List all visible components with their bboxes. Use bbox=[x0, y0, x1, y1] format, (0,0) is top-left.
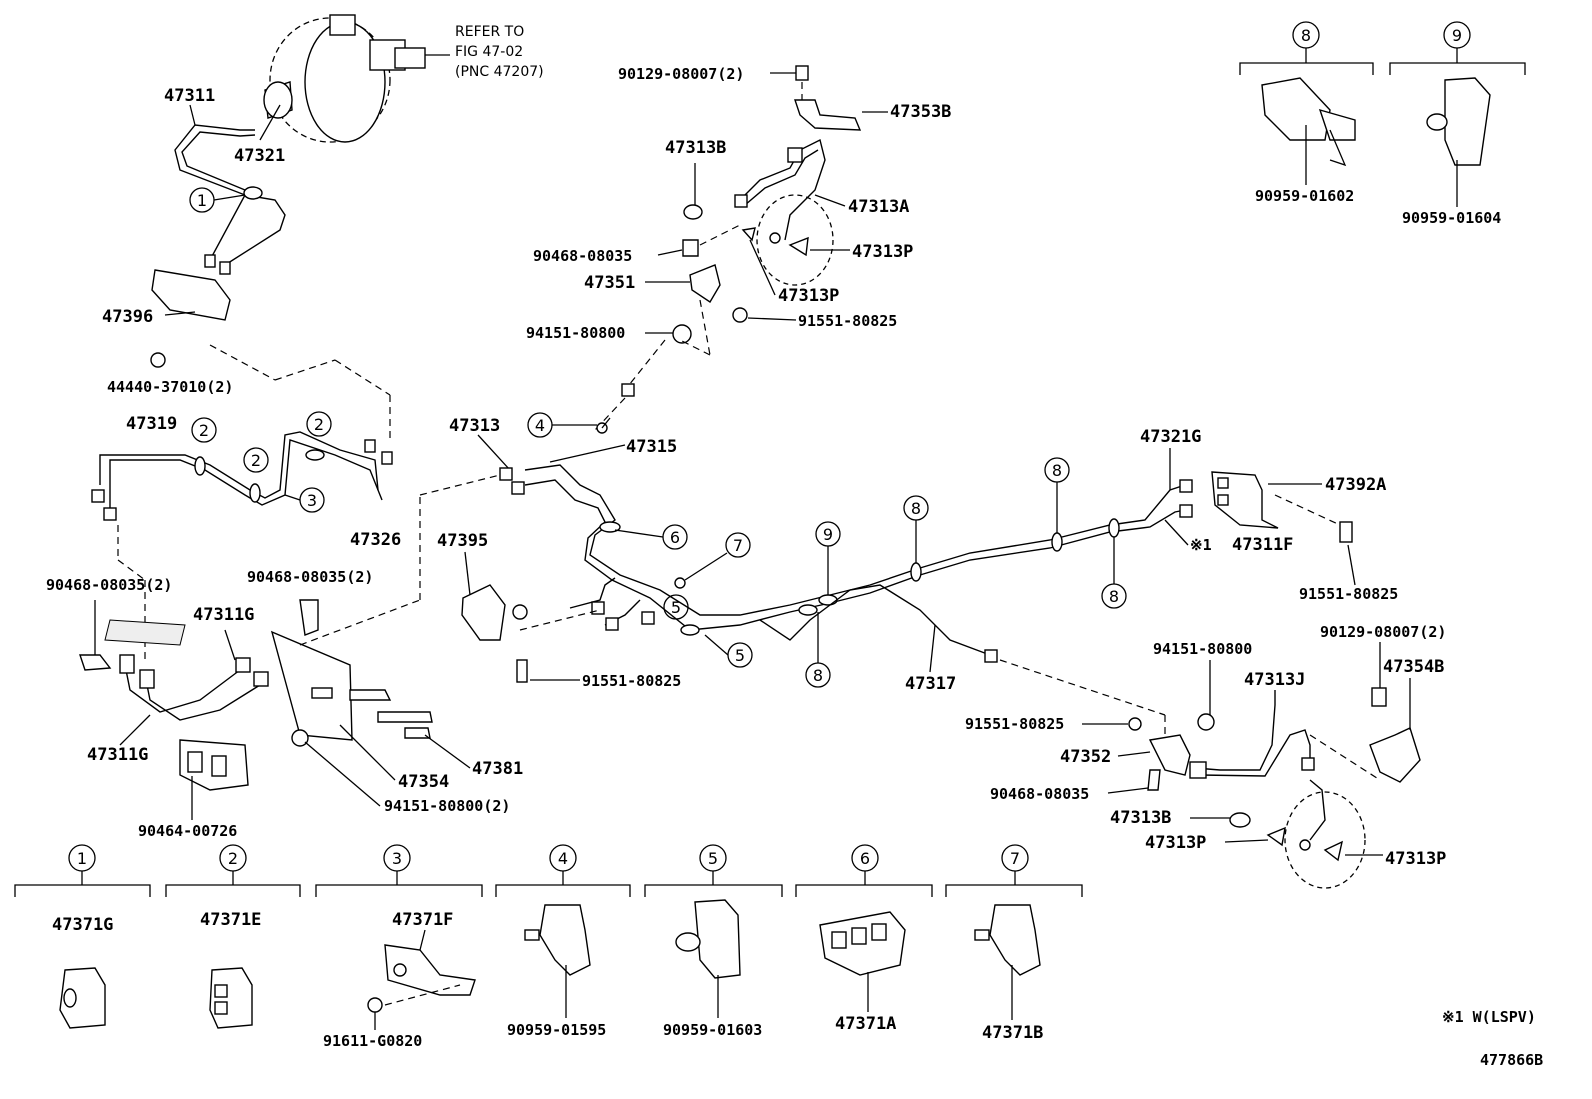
label-47313J: 47313J bbox=[1244, 670, 1305, 690]
svg-text:9: 9 bbox=[1452, 26, 1462, 45]
label-90959-01604: 90959-01604 bbox=[1402, 209, 1501, 227]
brake-booster-drawing bbox=[263, 14, 426, 143]
label-47351: 47351 bbox=[584, 273, 635, 293]
svg-text:8: 8 bbox=[1301, 26, 1311, 45]
footnote-lspv: ※1 W(LSPV) bbox=[1442, 1008, 1536, 1026]
svg-text:3: 3 bbox=[307, 491, 317, 510]
svg-text:7: 7 bbox=[733, 536, 743, 555]
label-90468-08035-2-left: 90468-08035(2) bbox=[46, 576, 172, 594]
label-47311G-bottom: 47311G bbox=[87, 745, 148, 765]
callout-2c bbox=[306, 411, 332, 437]
refer-note-line2: FIG 47-02 bbox=[455, 44, 523, 60]
label-star-mark: ※1 bbox=[1190, 536, 1212, 554]
label-47371F: 47371F bbox=[392, 910, 453, 930]
svg-text:6: 6 bbox=[860, 849, 870, 868]
label-90129-08007-2-right: 90129-08007(2) bbox=[1320, 623, 1446, 641]
svg-text:2: 2 bbox=[251, 451, 261, 470]
label-90464-00726: 90464-00726 bbox=[138, 822, 237, 840]
label-91551-80825-right: 91551-80825 bbox=[1299, 585, 1398, 603]
label-47315: 47315 bbox=[626, 437, 677, 457]
label-91551-80825-top: 91551-80825 bbox=[798, 312, 897, 330]
svg-text:9: 9 bbox=[823, 525, 833, 544]
svg-text:6: 6 bbox=[670, 528, 680, 547]
label-44440-37010: 44440-37010(2) bbox=[107, 378, 233, 396]
label-90129-08007-2-top: 90129-08007(2) bbox=[618, 65, 744, 83]
svg-text:1: 1 bbox=[77, 849, 87, 868]
label-47353B: 47353B bbox=[890, 102, 951, 122]
label-90468-08035-low: 90468-08035 bbox=[990, 785, 1089, 803]
label-47354: 47354 bbox=[398, 772, 449, 792]
svg-text:4: 4 bbox=[558, 849, 568, 868]
svg-text:7: 7 bbox=[1010, 849, 1020, 868]
label-94151-80800-right: 94151-80800 bbox=[1153, 640, 1252, 658]
label-47313P-top2: 47313P bbox=[778, 286, 839, 306]
label-90959-01603: 90959-01603 bbox=[663, 1021, 762, 1039]
svg-text:8: 8 bbox=[813, 666, 823, 685]
callout-5a bbox=[663, 594, 689, 620]
svg-text:5: 5 bbox=[735, 646, 745, 665]
label-47371A: 47371A bbox=[835, 1014, 896, 1034]
label-90959-01595: 90959-01595 bbox=[507, 1021, 606, 1039]
label-91551-80825-low: 91551-80825 bbox=[965, 715, 1064, 733]
label-47313P-low2: 47313P bbox=[1385, 849, 1446, 869]
label-47313P-low1: 47313P bbox=[1145, 833, 1206, 853]
callout-2a bbox=[191, 417, 217, 443]
label-47371B: 47371B bbox=[982, 1023, 1043, 1043]
label-47371E: 47371E bbox=[200, 910, 261, 930]
figure-id: 477866B bbox=[1480, 1051, 1543, 1069]
svg-text:8: 8 bbox=[1109, 587, 1119, 606]
refer-note-line1: REFER TO bbox=[455, 24, 524, 40]
label-47311G-top: 47311G bbox=[193, 605, 254, 625]
detail-box-3: 3 47371F 91611-G0820 bbox=[315, 844, 483, 1050]
detail-box-7: 7 47371B bbox=[945, 844, 1083, 1043]
svg-text:2: 2 bbox=[199, 421, 209, 440]
svg-text:2: 2 bbox=[228, 849, 238, 868]
label-47313: 47313 bbox=[449, 416, 500, 436]
detail-box-6: 6 47371A bbox=[795, 844, 933, 1034]
refer-note-line3: (PNC 47207) bbox=[455, 64, 544, 80]
label-47321: 47321 bbox=[234, 146, 285, 166]
detail-box-1: 1 47371G bbox=[14, 844, 151, 1029]
label-47371G: 47371G bbox=[52, 915, 113, 935]
detail-box-2: 2 47371E bbox=[165, 844, 301, 1029]
label-47396: 47396 bbox=[102, 307, 153, 327]
svg-text:1: 1 bbox=[197, 191, 207, 210]
label-47326: 47326 bbox=[350, 530, 401, 550]
detail-box-5: 5 90959-01603 bbox=[644, 844, 783, 1039]
svg-text:8: 8 bbox=[1052, 461, 1062, 480]
label-47354B: 47354B bbox=[1383, 657, 1444, 677]
label-90468-08035-2-mid: 90468-08035(2) bbox=[247, 568, 373, 586]
callout-7 bbox=[725, 532, 751, 558]
svg-text:3: 3 bbox=[392, 849, 402, 868]
svg-text:4: 4 bbox=[535, 416, 545, 435]
label-47317: 47317 bbox=[905, 674, 956, 694]
callout-2b bbox=[243, 447, 269, 473]
svg-text:5: 5 bbox=[671, 598, 681, 617]
svg-text:5: 5 bbox=[708, 849, 718, 868]
label-90959-01602: 90959-01602 bbox=[1255, 187, 1354, 205]
label-94151-80800-top: 94151-80800 bbox=[526, 324, 625, 342]
label-47313A: 47313A bbox=[848, 197, 909, 217]
label-47313B-top: 47313B bbox=[665, 138, 726, 158]
label-47352: 47352 bbox=[1060, 747, 1111, 767]
label-47313P-top1: 47313P bbox=[852, 242, 913, 262]
label-47311F: 47311F bbox=[1232, 535, 1293, 555]
label-94151-80800-2: 94151-80800(2) bbox=[384, 797, 510, 815]
label-47313B-low: 47313B bbox=[1110, 808, 1171, 828]
detail-box-4: 4 90959-01595 bbox=[495, 844, 631, 1039]
label-91611-G0820: 91611-G0820 bbox=[323, 1032, 422, 1050]
label-47392A: 47392A bbox=[1325, 475, 1386, 495]
svg-text:2: 2 bbox=[314, 415, 324, 434]
label-47381: 47381 bbox=[472, 759, 523, 779]
svg-text:8: 8 bbox=[911, 499, 921, 518]
label-47395: 47395 bbox=[437, 531, 488, 551]
label-91551-80825-mid: 91551-80825 bbox=[582, 672, 681, 690]
label-47311: 47311 bbox=[164, 86, 215, 106]
label-47321G: 47321G bbox=[1140, 427, 1201, 447]
label-90468-08035-top: 90468-08035 bbox=[533, 247, 632, 265]
label-47319: 47319 bbox=[126, 414, 177, 434]
